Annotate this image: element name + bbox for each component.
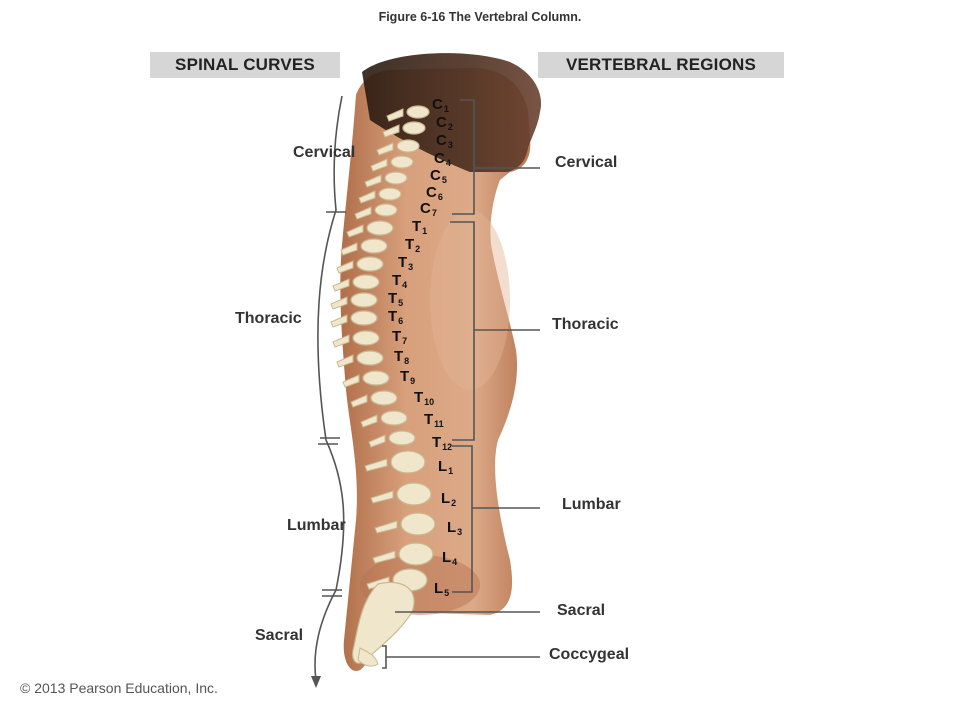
vertebra-body [350, 310, 378, 326]
vertebra-label-c2: C2 [436, 114, 453, 132]
coccyx-bone [357, 647, 379, 667]
spinous-process [340, 242, 358, 256]
vertebra-body [402, 121, 426, 135]
vertebra-label-c5: C5 [430, 167, 447, 185]
region-label-sacral: Sacral [557, 602, 606, 619]
vertebra-label-l4: L4 [442, 549, 458, 567]
spinous-process [346, 224, 364, 238]
curve-label-cervical: Cervical [293, 144, 356, 161]
vertebra-body [400, 512, 436, 536]
spinous-process [354, 206, 372, 220]
spinous-process [382, 124, 400, 138]
vertebra-label-c4: C4 [434, 150, 451, 168]
curve-label-lumbar: Lumbar [287, 517, 346, 534]
spinous-process [330, 296, 348, 310]
vertebra-body [356, 350, 384, 366]
vertebra-label-l2: L2 [441, 490, 457, 508]
region-label-lumbar: Lumbar [562, 496, 621, 513]
spinous-process [332, 334, 350, 348]
thoracic-bracket [450, 221, 475, 441]
vertebra-label-t4: T4 [392, 272, 408, 290]
curve-dividers [318, 211, 346, 597]
vertebra-body [406, 105, 430, 119]
region-label-cervical: Cervical [555, 154, 618, 171]
vertebra-label-t10: T10 [414, 389, 435, 407]
vertebra-label-t9: T9 [400, 368, 416, 386]
spinous-process [376, 142, 394, 156]
vertebra-label-t11: T11 [424, 411, 444, 429]
spinous-process [372, 550, 396, 564]
region-brackets [382, 99, 540, 669]
spinous-process [336, 354, 354, 368]
vertebra-label-t8: T8 [394, 348, 410, 366]
vertebra-label-l3: L3 [447, 519, 463, 537]
vertebra-label-t3: T3 [398, 254, 414, 272]
vertebra-label-l1: L1 [438, 458, 454, 476]
spinous-process [374, 520, 398, 534]
spinous-process [386, 108, 404, 122]
spinal-curves-header: SPINAL CURVES [150, 52, 340, 78]
spinous-process [350, 394, 368, 408]
vertebra-body [366, 220, 394, 236]
spinous-process [370, 490, 394, 504]
head-silhouette [362, 53, 542, 173]
vertebra-body [378, 187, 402, 201]
curve-arrow-head [311, 676, 321, 688]
spinous-process [330, 314, 348, 328]
vertebra-body [396, 482, 432, 506]
spinal-curve-line [314, 95, 345, 681]
vertebra-body [384, 171, 408, 185]
spinous-process [360, 414, 378, 428]
vertebra-body [390, 155, 414, 169]
chest-shading [430, 210, 510, 390]
vertebra-label-l5: L5 [434, 580, 450, 598]
vertebra-label-t5: T5 [388, 290, 404, 308]
vertebra-body [352, 330, 380, 346]
vertebra-label-c3: C3 [436, 132, 453, 150]
vertebra-body [352, 274, 380, 290]
spinous-process [364, 174, 382, 188]
spinous-process [332, 278, 350, 292]
vertebra-body [390, 450, 426, 474]
copyright-notice: © 2013 Pearson Education, Inc. [20, 680, 218, 696]
spinous-process [358, 190, 376, 204]
vertebra-body [350, 292, 378, 308]
vertebral-regions-header: VERTEBRAL REGIONS [538, 52, 784, 78]
region-label-thoracic: Thoracic [552, 316, 619, 333]
vertebra-label-t2: T2 [405, 236, 421, 254]
vertebra-body [356, 256, 384, 272]
coccygeal-bracket [382, 645, 387, 669]
lumbar-bracket [452, 445, 473, 593]
spinous-process [366, 576, 390, 590]
vertebra-label-c1: C1 [432, 96, 449, 114]
spinous-process [368, 434, 386, 448]
vertebra-body [388, 430, 416, 446]
vertebra-body [374, 203, 398, 217]
cervical-bracket [452, 99, 475, 215]
body-silhouette [340, 68, 531, 671]
vertebra-body [396, 139, 420, 153]
vertebral-column [330, 105, 436, 667]
figure-title: Figure 6-16 The Vertebral Column. [378, 10, 582, 24]
spinous-process [364, 458, 388, 472]
spinous-process [342, 374, 360, 388]
spinous-process [370, 158, 388, 172]
vertebra-body [398, 542, 434, 566]
curve-label-thoracic: Thoracic [235, 310, 302, 327]
vertebra-label-t12: T12 [432, 434, 453, 452]
spinous-process [336, 260, 354, 274]
vertebra-body [362, 370, 390, 386]
vertebra-body [360, 238, 388, 254]
vertebra-label-t6: T6 [388, 308, 404, 326]
vertebra-label-t7: T7 [392, 328, 408, 346]
region-label-coccygeal: Coccygeal [549, 646, 630, 663]
vertebra-label-t1: T1 [412, 218, 428, 236]
vertebra-body [380, 410, 408, 426]
curve-label-sacral: Sacral [255, 627, 304, 644]
vertebra-label-c7: C7 [420, 200, 437, 218]
vertebra-label-c6: C6 [426, 184, 443, 202]
vertebra-body [370, 390, 398, 406]
